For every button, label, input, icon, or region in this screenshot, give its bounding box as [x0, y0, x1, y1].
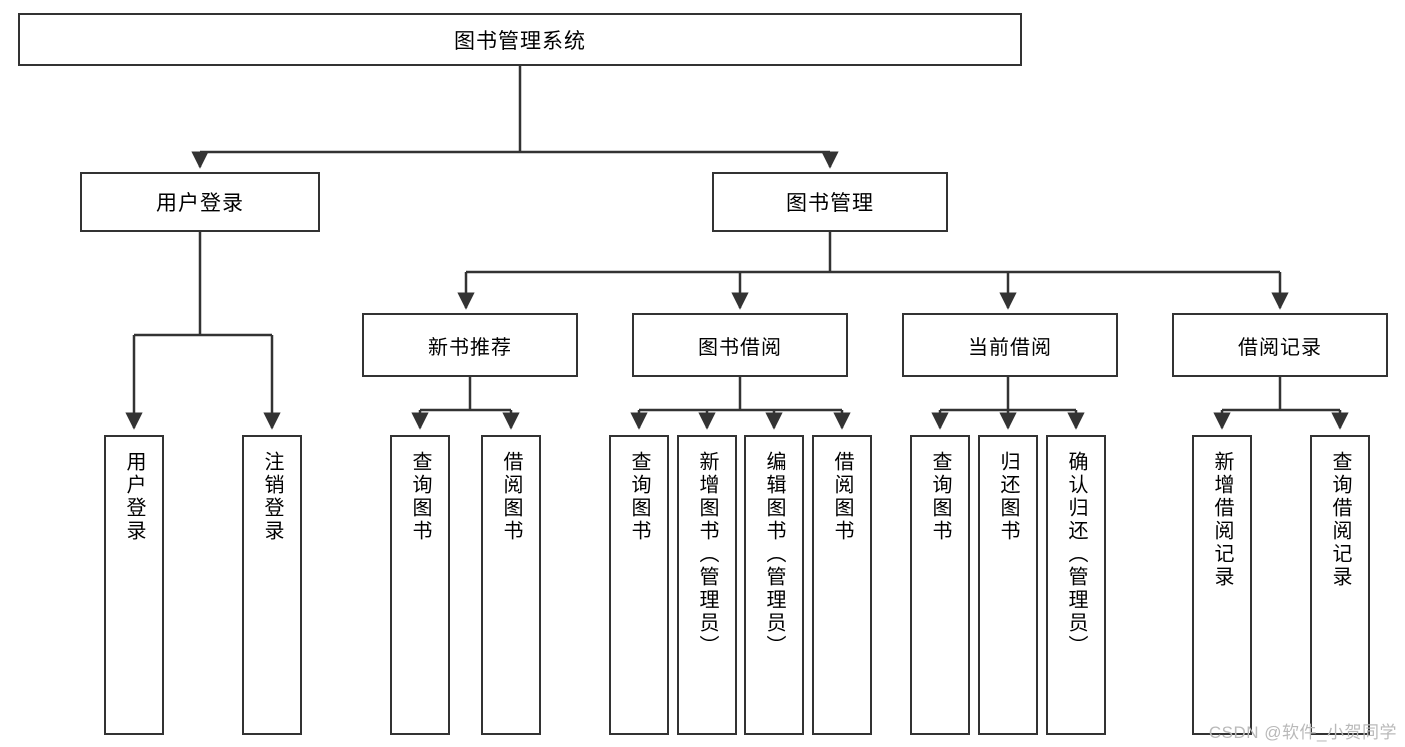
leaf-book-borrow-3[interactable]: 编辑图书（管理员） — [744, 435, 804, 735]
leaf-borrow-record-2-label: 查询借阅记录 — [1329, 451, 1351, 589]
leaf-borrow-record-2[interactable]: 查询借阅记录 — [1310, 435, 1370, 735]
leaf-user-login-2[interactable]: 注销登录 — [242, 435, 302, 735]
leaf-borrow-record-1-label: 新增借阅记录 — [1211, 451, 1233, 589]
node-new-book-recommend-label: 新书推荐 — [428, 336, 512, 359]
leaf-new-book-1[interactable]: 查询图书 — [390, 435, 450, 735]
leaf-current-borrow-3-label: 确认归还（管理员） — [1065, 451, 1087, 658]
node-new-book-recommend[interactable]: 新书推荐 — [362, 313, 578, 377]
leaf-current-borrow-3[interactable]: 确认归还（管理员） — [1046, 435, 1106, 735]
node-user-login-label: 用户登录 — [156, 192, 244, 215]
leaf-book-borrow-4[interactable]: 借阅图书 — [812, 435, 872, 735]
leaf-book-borrow-4-label: 借阅图书 — [831, 451, 853, 543]
leaf-book-borrow-1[interactable]: 查询图书 — [609, 435, 669, 735]
leaf-user-login-2-label: 注销登录 — [261, 451, 283, 543]
leaf-book-borrow-3-label: 编辑图书（管理员） — [763, 451, 785, 658]
watermark-text: CSDN @软件_小贺同学 — [1208, 723, 1397, 742]
node-book-manage-label: 图书管理 — [786, 192, 874, 215]
leaf-current-borrow-2[interactable]: 归还图书 — [978, 435, 1038, 735]
node-current-borrow-label: 当前借阅 — [968, 336, 1052, 359]
leaf-current-borrow-1[interactable]: 查询图书 — [910, 435, 970, 735]
node-borrow-record-label: 借阅记录 — [1238, 336, 1322, 359]
node-current-borrow[interactable]: 当前借阅 — [902, 313, 1118, 377]
leaf-new-book-1-label: 查询图书 — [409, 451, 431, 543]
node-root-system-label: 图书管理系统 — [454, 29, 586, 53]
leaf-new-book-2-label: 借阅图书 — [500, 451, 522, 543]
leaf-current-borrow-1-label: 查询图书 — [929, 451, 951, 543]
leaf-new-book-2[interactable]: 借阅图书 — [481, 435, 541, 735]
leaf-current-borrow-2-label: 归还图书 — [997, 451, 1019, 543]
node-book-borrow[interactable]: 图书借阅 — [632, 313, 848, 377]
node-root-system[interactable]: 图书管理系统 — [18, 13, 1022, 66]
leaf-book-borrow-2[interactable]: 新增图书（管理员） — [677, 435, 737, 735]
node-user-login[interactable]: 用户登录 — [80, 172, 320, 232]
leaf-book-borrow-1-label: 查询图书 — [628, 451, 650, 543]
leaf-user-login-1-label: 用户登录 — [123, 451, 145, 543]
node-borrow-record[interactable]: 借阅记录 — [1172, 313, 1388, 377]
node-book-borrow-label: 图书借阅 — [698, 336, 782, 359]
node-book-manage[interactable]: 图书管理 — [712, 172, 948, 232]
leaf-user-login-1[interactable]: 用户登录 — [104, 435, 164, 735]
leaf-borrow-record-1[interactable]: 新增借阅记录 — [1192, 435, 1252, 735]
leaf-book-borrow-2-label: 新增图书（管理员） — [696, 451, 718, 658]
